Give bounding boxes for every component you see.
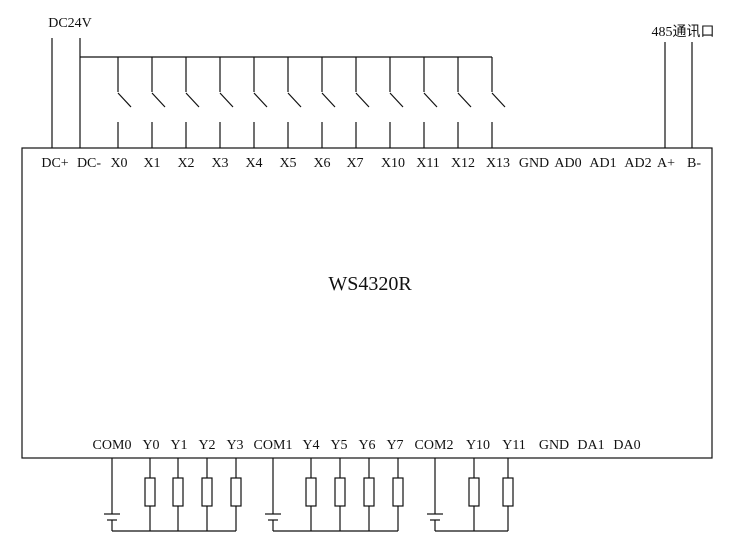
output-y4-load-resistor <box>305 477 317 507</box>
output-y2-load-resistor <box>201 477 213 507</box>
output-y11-load-resistor <box>502 477 514 507</box>
terminal-label-y5: Y5 <box>330 438 347 453</box>
terminal-label-x0: X0 <box>110 156 127 171</box>
terminal-label-b-minus: B- <box>687 156 701 171</box>
terminal-label-gnd-bottom: GND <box>539 438 569 453</box>
bottom-terminal-labels: COM0 Y0 Y1 Y2 Y3 COM1 Y4 Y5 Y6 Y7 COM2 Y… <box>93 438 641 453</box>
terminal-label-x2: X2 <box>177 156 194 171</box>
terminal-label-y6: Y6 <box>358 438 375 453</box>
switch-x3-blade <box>219 92 234 108</box>
terminal-label-x6: X6 <box>313 156 330 171</box>
switch-x12-blade <box>457 92 472 108</box>
output-y1-load-resistor <box>172 477 184 507</box>
output-y5-load-resistor <box>334 477 346 507</box>
terminal-label-y10: Y10 <box>466 438 490 453</box>
switch-x2-blade <box>185 92 200 108</box>
terminal-label-x7: X7 <box>346 156 363 171</box>
terminal-label-com1: COM1 <box>254 438 293 453</box>
terminal-label-com0: COM0 <box>93 438 132 453</box>
terminal-label-x13: X13 <box>486 156 510 171</box>
terminal-label-y3: Y3 <box>226 438 243 453</box>
device-body <box>21 147 713 459</box>
terminal-label-y11: Y11 <box>502 438 526 453</box>
wiring <box>51 38 693 532</box>
device-model-label: WS4320R <box>328 273 412 295</box>
terminal-label-y1: Y1 <box>170 438 187 453</box>
rs485-port-label: 485通讯口 <box>652 24 715 40</box>
terminal-label-x1: X1 <box>143 156 160 171</box>
terminal-label-y2: Y2 <box>198 438 215 453</box>
terminal-label-ad1: AD1 <box>589 156 616 171</box>
terminal-label-x10: X10 <box>381 156 405 171</box>
terminal-label-com2: COM2 <box>415 438 454 453</box>
output-y0-load-resistor <box>144 477 156 507</box>
switch-x13-blade <box>491 92 506 108</box>
terminal-label-y7: Y7 <box>386 438 403 453</box>
terminal-label-x12: X12 <box>451 156 475 171</box>
output-y7-load-resistor <box>392 477 404 507</box>
terminal-label-gnd-top: GND <box>519 156 549 171</box>
output-y10-load-resistor <box>468 477 480 507</box>
terminal-label-x11: X11 <box>416 156 440 171</box>
switch-x1-blade <box>151 92 166 108</box>
switch-x0-blade <box>117 92 132 108</box>
terminal-label-a-plus: A+ <box>657 156 675 171</box>
switch-x10-blade <box>389 92 404 108</box>
terminal-label-y0: Y0 <box>142 438 159 453</box>
switch-x6-blade <box>321 92 336 108</box>
terminal-label-x5: X5 <box>279 156 296 171</box>
switch-x11-blade <box>423 92 438 108</box>
terminal-label-x4: X4 <box>245 156 262 171</box>
terminal-label-x3: X3 <box>211 156 228 171</box>
terminal-label-da0: DA0 <box>613 438 640 453</box>
switch-x7-blade <box>355 92 370 108</box>
switch-x5-blade <box>287 92 302 108</box>
top-terminal-labels: DC+ DC- X0 X1 X2 X3 X4 X5 X6 X7 X10 X11 … <box>41 156 701 171</box>
power-supply-label: DC24V <box>48 16 92 31</box>
switch-x4-blade <box>253 92 268 108</box>
terminal-label-dc-minus: DC- <box>77 156 101 171</box>
terminal-label-da1: DA1 <box>577 438 604 453</box>
output-y3-load-resistor <box>230 477 242 507</box>
terminal-label-y4: Y4 <box>302 438 319 453</box>
terminal-label-ad0: AD0 <box>554 156 581 171</box>
terminal-label-ad2: AD2 <box>624 156 651 171</box>
output-y6-load-resistor <box>363 477 375 507</box>
terminal-label-dc-plus: DC+ <box>41 156 68 171</box>
